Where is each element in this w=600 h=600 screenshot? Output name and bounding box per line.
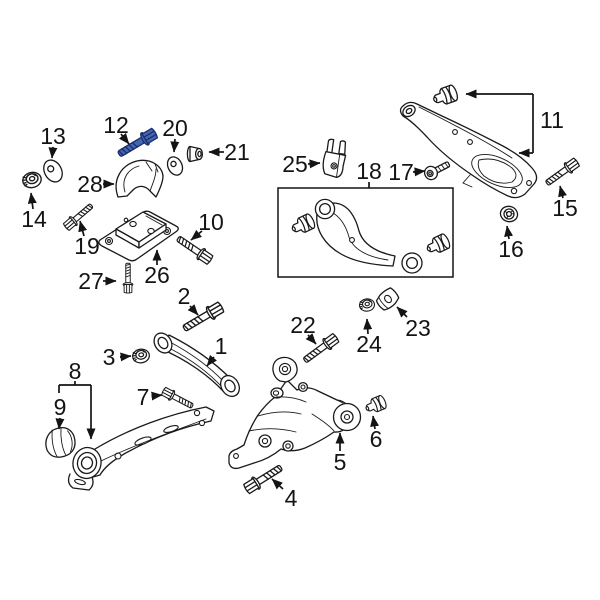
callout-11-label[interactable]: 11 [540,107,564,133]
part-20-washer[interactable] [165,154,186,177]
callout-1-leader [206,354,217,367]
callout-12-leader [118,132,130,145]
callout-22-label[interactable]: 22 [290,312,316,338]
callout-25-label[interactable]: 25 [282,151,308,177]
callout-3-leader [119,352,132,362]
callout-18-label[interactable]: 18 [356,158,382,184]
callout-21-label[interactable]: 21 [224,139,250,165]
callout-9-leader [55,417,65,430]
part-25-bracket[interactable] [321,138,347,179]
part-3-flange-nut[interactable] [131,347,151,365]
callout-10-leader [190,229,203,241]
part-9-bushing[interactable] [44,426,77,459]
callout-2-leader [187,304,199,316]
callout-4-label[interactable]: 4 [285,485,298,511]
part-18-assembly-box[interactable] [277,187,454,278]
callout-15-label[interactable]: 15 [552,195,578,221]
callout-13-leader [48,146,58,159]
callout-19-leader [78,220,88,237]
part-11-lower-control-arm[interactable] [399,83,538,199]
callout-15-leader [558,185,567,199]
callout-24-label[interactable]: 24 [356,331,382,357]
callout-20-leader [170,138,180,153]
part-23-retainer-clip[interactable] [374,286,401,312]
callout-14-label[interactable]: 14 [21,206,47,232]
part-19-bolt[interactable] [61,200,96,233]
part-14-flange-nut[interactable] [20,170,44,190]
callout-6-label[interactable]: 6 [370,426,383,452]
part-5-knuckle[interactable] [228,356,362,470]
part-8-trailing-arm[interactable] [67,406,215,491]
callout-7-leader [151,391,163,401]
callout-22-leader [305,333,317,345]
callout-12-label[interactable]: 12 [103,112,129,138]
part-18-upper-control-arm[interactable] [288,198,452,274]
callout-24-leader [363,318,373,335]
callout-1-label[interactable]: 1 [215,333,228,359]
part-13-washer[interactable] [40,157,66,185]
part-21-flange-nut[interactable] [186,145,204,163]
part-6-bushing[interactable] [362,393,389,416]
callout-8-label[interactable]: 8 [69,358,82,384]
callout-2-label[interactable]: 2 [178,283,191,309]
part-24-flange-nut[interactable] [358,297,376,313]
callout-13-label[interactable]: 13 [40,123,66,149]
callout-8-bracket [58,381,91,393]
part-15-bolt[interactable] [542,156,582,189]
part-27-bolt[interactable] [122,262,134,294]
callout-27-label[interactable]: 27 [78,268,104,294]
callout-10-label[interactable]: 10 [198,209,224,235]
callout-9-label[interactable]: 9 [54,394,67,420]
callout-7-label[interactable]: 7 [137,384,150,410]
callout-25-leader [307,159,321,169]
callout-3-label[interactable]: 3 [103,344,116,370]
callout-5-label[interactable]: 5 [334,449,347,475]
part-4-bolt[interactable] [241,461,286,496]
part-7-bolt[interactable] [160,385,196,412]
part-1-lateral-link[interactable] [150,330,243,400]
callout-6-leader [370,415,380,430]
part-17-socket-bolt[interactable] [422,158,452,182]
callout-20-label[interactable]: 20 [162,115,188,141]
callout-23-label[interactable]: 23 [405,315,431,341]
callout-16-leader [504,225,514,240]
callout-23-leader [396,306,408,318]
callout-17-label[interactable]: 17 [388,159,414,185]
callout-4-leader [271,478,284,490]
part-16-lock-nut[interactable] [499,204,520,223]
callout-14-leader [27,192,37,210]
callout-26-label[interactable]: 26 [144,262,170,288]
callout-19-label[interactable]: 19 [74,233,100,259]
callout-17-leader [412,167,426,177]
part-26-mount-bracket[interactable] [98,210,179,262]
part-28-cover[interactable] [115,159,164,198]
callout-28-label[interactable]: 28 [77,171,103,197]
callout-16-label[interactable]: 16 [498,236,524,262]
